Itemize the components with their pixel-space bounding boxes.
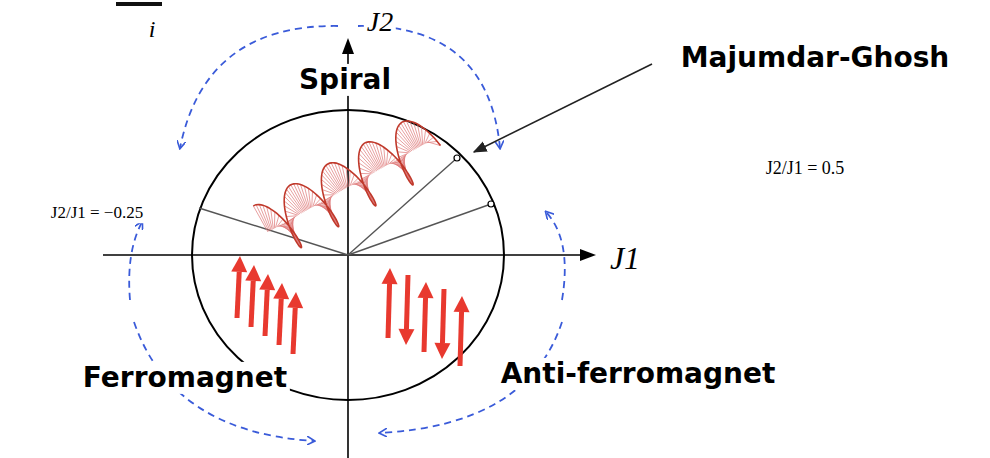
spin-spoke: [398, 151, 409, 153]
phase-label: Anti-ferromagnet: [498, 358, 779, 390]
spin-arrow: [245, 265, 261, 327]
boundary-line: [348, 204, 491, 255]
spin-head: [273, 283, 289, 299]
spin-shaft: [406, 275, 408, 329]
spin-spoke: [325, 195, 333, 200]
spin-spoke: [421, 127, 422, 145]
spin-shaft: [279, 299, 281, 345]
j1-axis: [103, 254, 584, 256]
phase-label: Ferromagnet: [80, 362, 290, 394]
spin-spoke: [362, 174, 371, 178]
axes: [103, 38, 596, 458]
spin-head: [231, 256, 247, 272]
spin-arrow: [287, 292, 303, 354]
spin-head: [245, 265, 261, 281]
axis-arrowhead: [580, 249, 596, 261]
spin-arrows: [231, 256, 469, 366]
spin-arrow: [454, 296, 470, 366]
spin-spoke: [360, 173, 371, 174]
spin-spoke: [399, 153, 408, 157]
spin-shaft: [388, 284, 390, 338]
axis-label: J2: [364, 6, 396, 38]
spin-spoke: [311, 191, 313, 207]
spin-spoke: [401, 123, 416, 149]
spin-spoke: [349, 171, 350, 187]
leader-arrow: [474, 64, 652, 152]
boundary-line: [348, 158, 457, 255]
phase-label: Spiral: [296, 64, 394, 96]
ratio-note: J2/J1 = −0.25: [48, 203, 146, 223]
phase-circle: [192, 110, 504, 400]
spin-arrow: [434, 289, 450, 359]
spin-spoke: [274, 212, 275, 228]
spin-arrow: [231, 256, 247, 318]
spin-arrow: [259, 274, 275, 336]
spin-arrow: [273, 283, 289, 345]
spin-shaft: [293, 308, 295, 354]
spin-spoke: [291, 185, 306, 211]
spin-spoke: [308, 188, 310, 208]
spiral-illustration: [253, 121, 440, 248]
spin-spoke: [323, 194, 334, 195]
spin-shaft: [424, 298, 426, 352]
spin-spoke: [346, 168, 348, 187]
fraction-bar: [116, 2, 162, 6]
axis-label: J1: [607, 240, 643, 277]
spin-spoke: [286, 215, 296, 217]
ratio-note: J2/J1 = 0.5: [763, 158, 848, 179]
spin-spoke: [417, 124, 421, 146]
point-label: Majumdar-Ghosh: [678, 42, 953, 74]
spin-shaft: [251, 281, 253, 327]
boundary-line: [199, 208, 348, 255]
spin-head: [434, 343, 450, 359]
spin-shaft: [237, 272, 239, 318]
spin-spoke: [271, 209, 274, 229]
boundary-dot: [488, 201, 494, 207]
spin-shaft: [442, 289, 444, 343]
flow-arc: [129, 222, 142, 300]
spin-arrow: [398, 275, 414, 345]
spin-arrow: [382, 268, 398, 338]
helix-curve: [253, 121, 440, 248]
spin-head: [398, 329, 414, 345]
phase-boundaries: [199, 158, 491, 255]
spin-shaft: [460, 312, 462, 366]
flow-arc: [546, 212, 565, 300]
spin-head: [287, 292, 303, 308]
spin-head: [454, 296, 470, 312]
axis-arrowhead: [342, 38, 354, 54]
spin-shaft: [265, 290, 267, 336]
spin-head: [259, 274, 275, 290]
spin-arrow: [418, 282, 434, 352]
spin-head: [418, 282, 434, 298]
spin-head: [382, 268, 398, 284]
spin-spoke: [288, 216, 296, 221]
boundary-dot: [454, 155, 460, 161]
spin-spoke: [253, 206, 268, 232]
fraction-symbol: i: [146, 16, 159, 44]
spin-spoke: [384, 147, 386, 166]
